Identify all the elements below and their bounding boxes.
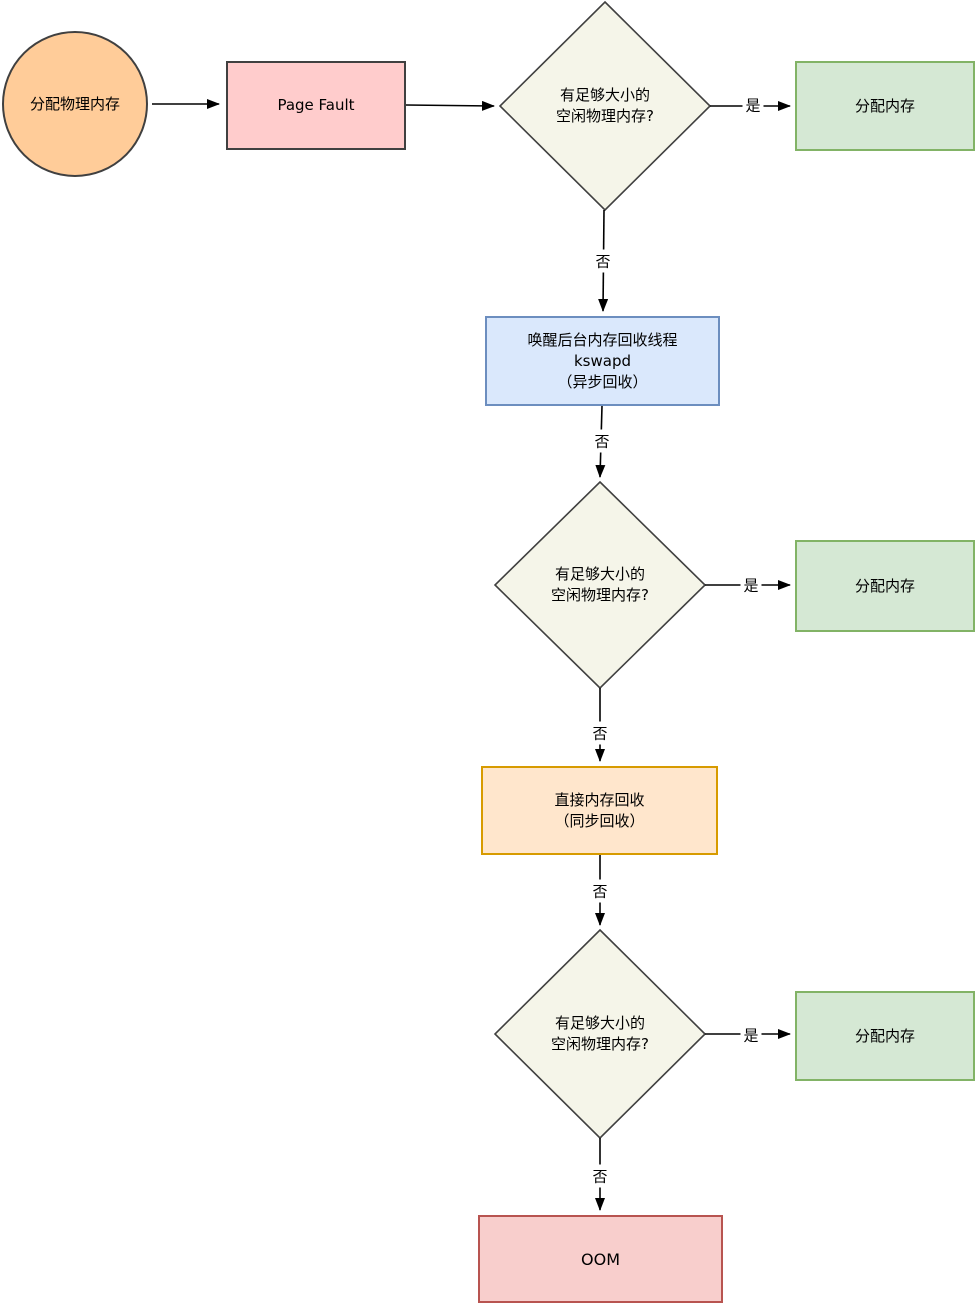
node-alloc-memory-2: 分配内存 <box>795 540 975 632</box>
decision-1-shape <box>498 0 712 212</box>
node-alloc-memory-3: 分配内存 <box>795 991 975 1081</box>
node-alloc-memory-3-label: 分配内存 <box>854 1026 915 1045</box>
node-check-free-memory-3-label: 有足够大小的 空闲物理内存? <box>551 1014 649 1053</box>
edge-label-yes-1: 是 <box>742 93 764 117</box>
node-check-free-memory-1: 有足够大小的 空闲物理内存? <box>500 2 710 210</box>
node-check-free-memory-3: 有足够大小的 空闲物理内存? <box>495 930 705 1138</box>
node-alloc-memory-2-label: 分配内存 <box>854 576 915 595</box>
edge-label-no-1: 否 <box>592 249 614 273</box>
arrow-pagefault-to-check1 <box>405 100 495 111</box>
node-page-fault: Page Fault <box>226 61 406 150</box>
node-check-free-memory-2: 有足够大小的 空闲物理内存? <box>495 482 705 688</box>
edge-label-no-5: 否 <box>589 1164 611 1188</box>
node-start-label: 分配物理内存 <box>29 94 120 113</box>
edge-label-no-2: 否 <box>591 429 613 453</box>
node-start: 分配物理内存 <box>2 31 148 177</box>
edge-label-no-3: 否 <box>589 721 611 745</box>
node-check-free-memory-1-label: 有足够大小的 空闲物理内存? <box>556 86 654 125</box>
edge-label-no-4: 否 <box>589 879 611 903</box>
node-direct-reclaim: 直接内存回收 （同步回收） <box>481 766 718 855</box>
node-alloc-memory-1: 分配内存 <box>795 61 975 151</box>
node-alloc-memory-1-label: 分配内存 <box>854 96 915 115</box>
node-kswapd-label: 唤醒后台内存回收线程 kswapd （异步回收） <box>527 330 678 391</box>
node-page-fault-label: Page Fault <box>277 96 355 114</box>
node-kswapd: 唤醒后台内存回收线程 kswapd （异步回收） <box>485 316 720 406</box>
edge-label-yes-2: 是 <box>740 573 762 597</box>
node-check-free-memory-2-label: 有足够大小的 空闲物理内存? <box>551 565 649 604</box>
node-direct-reclaim-label: 直接内存回收 （同步回收） <box>554 790 645 830</box>
edge-label-yes-3: 是 <box>740 1023 762 1047</box>
node-oom: OOM <box>478 1215 723 1303</box>
node-oom-label: OOM <box>581 1249 620 1269</box>
